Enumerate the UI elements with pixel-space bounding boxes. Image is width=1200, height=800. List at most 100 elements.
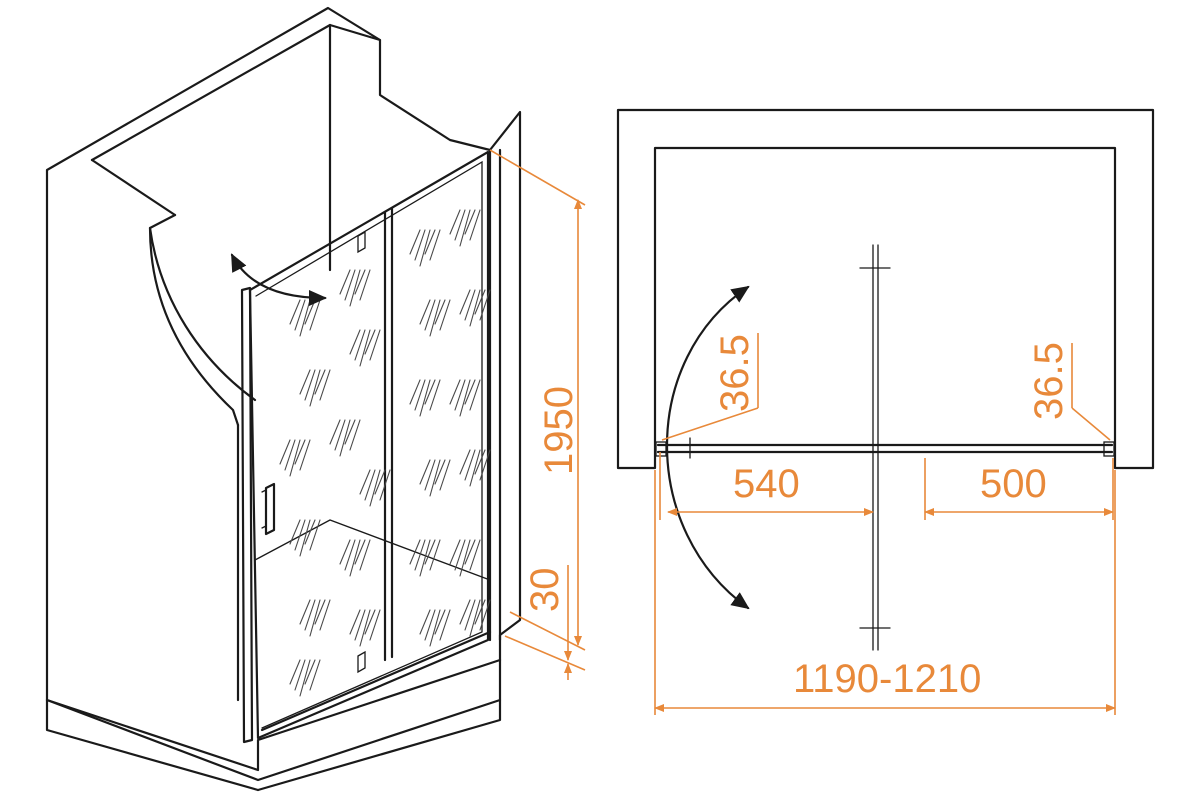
glass-hatch-stroke (369, 469, 381, 507)
glass-hatch-stroke (354, 609, 366, 641)
glass-hatch-stroke (299, 519, 311, 557)
right-offset-label: 36.5 (1027, 342, 1071, 420)
glass-hatch-stroke (359, 539, 371, 571)
iso-threshold-dimension (504, 565, 586, 680)
glass-hatch-stroke (424, 299, 436, 331)
iso-floor-line (254, 519, 491, 581)
glass-hatch-stroke (294, 659, 306, 691)
glass-hatch-stroke (294, 519, 306, 551)
glass-hatch-stroke (349, 609, 361, 635)
glass-hatch-stroke (469, 289, 481, 327)
glass-hatch-stroke (304, 369, 316, 401)
glass-hatch-stroke (459, 599, 471, 625)
glass-hatch-stroke (424, 609, 436, 641)
glass-hatch-stroke (474, 449, 486, 475)
glass-hatch-stroke (304, 519, 316, 545)
isometric-view: 1950 30 (45, 6, 586, 792)
glass-hatch-stroke (349, 329, 361, 355)
glass-hatch-stroke (464, 539, 476, 565)
glass-hatch-stroke (299, 439, 311, 471)
plan-view: 36.5 36.5 540 500 1190-1210 (616, 108, 1155, 715)
glass-hatch-stroke (319, 599, 331, 631)
glass-hatch-stroke (344, 269, 356, 301)
glass-hatch-stroke (339, 419, 351, 457)
glass-hatch-stroke (339, 269, 351, 295)
glass-hatch-stroke (414, 539, 426, 571)
glass-hatch-stroke (309, 599, 321, 637)
glass-hatch-stroke (339, 539, 351, 565)
swing-arc-arrow-icon (666, 285, 750, 610)
glass-hatch-stroke (299, 369, 311, 395)
iso-wall-base-line (45, 658, 502, 772)
total-width-label: 1190-1210 (793, 657, 981, 701)
glass-hatch-stroke (289, 659, 301, 685)
glass-hatch-stroke (434, 299, 446, 325)
glass-hatch-stroke (449, 209, 461, 235)
glass-hatch-stroke (349, 269, 361, 307)
glass-hatch-stroke (359, 269, 371, 301)
glass-hatch-stroke (474, 599, 486, 625)
glass-hatch-stroke (289, 519, 301, 545)
glass-hatch-stroke (429, 379, 441, 411)
iso-wall-curve-inner (148, 226, 257, 402)
glass-hatch-stroke (469, 599, 481, 637)
glass-hatch-stroke (454, 539, 466, 571)
glass-hatch-stroke (464, 379, 476, 405)
glass-hatch-stroke (364, 469, 376, 501)
threshold-label: 30 (523, 568, 567, 613)
glass-hatch-stroke (414, 229, 426, 261)
iso-base-right (256, 698, 502, 792)
iso-base-front (45, 698, 260, 792)
glass-hatch-stroke (419, 299, 431, 325)
glass-hatch-stroke (419, 229, 431, 267)
glass-hatch-stroke (469, 539, 481, 571)
glass-hatch-stroke (429, 609, 441, 647)
height-label: 1950 (537, 386, 581, 475)
glass-hatch-stroke (409, 539, 421, 565)
glass-hatch-stroke (299, 659, 311, 697)
iso-wall-curve (148, 213, 240, 427)
plan-glass-panel (655, 437, 1115, 459)
glass-hatch-stroke (304, 659, 316, 685)
glass-hatch-stroke (439, 459, 451, 491)
glass-hatch-stroke (434, 609, 446, 635)
glass-hatch-stroke (369, 329, 381, 361)
glass-hatch-stroke (354, 539, 366, 565)
glass-hatch-stroke (429, 539, 441, 571)
glass-hatch-stroke (479, 449, 491, 481)
glass-hatch-stroke (464, 209, 476, 235)
glass-hatch-stroke (304, 599, 316, 631)
glass-hatch-stroke (419, 459, 431, 485)
glass-hatch-stroke (439, 609, 451, 641)
glass-hatch-stroke (344, 419, 356, 445)
glass-hatch-stroke (424, 459, 436, 491)
glass-hatch-stroke (309, 659, 321, 691)
door-width-label: 540 (733, 462, 800, 506)
glass-hatch-stroke (314, 369, 326, 395)
plan-door-width-dimension (659, 452, 874, 520)
glass-hatch-stroke (309, 519, 321, 551)
iso-glass-hatching (279, 209, 491, 697)
door-handle-icon (261, 482, 276, 536)
glass-hatch-stroke (424, 539, 436, 565)
glass-hatch-stroke (359, 329, 371, 367)
glass-hatch-stroke (469, 449, 481, 487)
glass-hatch-stroke (419, 379, 431, 417)
glass-hatch-stroke (294, 439, 306, 465)
glass-hatch-stroke (299, 299, 311, 337)
glass-hatch-stroke (454, 379, 466, 411)
plan-left-offset-dimension (661, 333, 759, 441)
glass-hatch-stroke (474, 289, 486, 315)
door-swing-arrow-icon (230, 253, 327, 306)
glass-hatch-stroke (279, 439, 291, 465)
glass-hatch-stroke (449, 379, 461, 405)
plan-total-width-dimension (654, 470, 1116, 715)
glass-hatch-stroke (414, 379, 426, 411)
glass-hatch-stroke (349, 539, 361, 577)
iso-left-wall (45, 6, 522, 782)
glass-hatch-stroke (419, 539, 431, 577)
glass-hatch-stroke (459, 449, 471, 475)
glass-hatch-stroke (479, 289, 491, 321)
plan-fixed-panel-dimension (924, 458, 1114, 520)
